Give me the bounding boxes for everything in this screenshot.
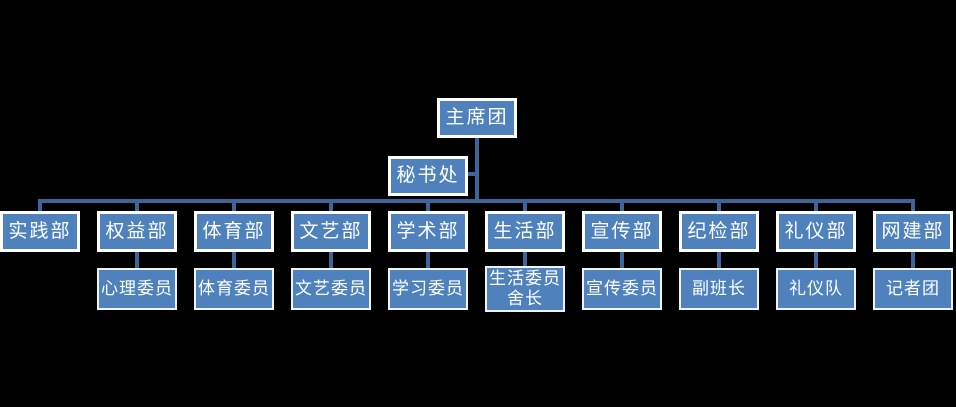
connector-child-stub [426, 250, 430, 268]
node-study-committee: 学习委员 [388, 268, 468, 310]
node-rights-dept: 权益部 [97, 211, 177, 252]
node-arts-dept: 文艺部 [291, 211, 371, 252]
node-etiquette-team: 礼仪队 [776, 268, 856, 310]
node-deputy-monitor: 副班长 [679, 268, 759, 310]
node-secretariat: 秘书处 [388, 156, 468, 196]
node-sports-committee: 体育委员 [194, 268, 274, 310]
connector-child-stub [523, 250, 527, 268]
connector-child-stub [135, 250, 139, 268]
connector-dept-stub [620, 201, 624, 212]
node-network-dept: 网建部 [873, 211, 953, 252]
node-academic-dept: 学术部 [388, 211, 468, 252]
node-reporter-team: 记者团 [873, 268, 953, 310]
connector-rank-horizontal [38, 199, 915, 203]
connector-child-stub [911, 250, 915, 268]
connector-dept-stub [135, 201, 139, 212]
node-publicity-dept: 宣传部 [582, 211, 662, 252]
connector-child-stub [814, 250, 818, 268]
connector-dept-stub [911, 201, 915, 212]
connector-child-stub [232, 250, 236, 268]
node-arts-committee: 文艺委员 [291, 268, 371, 310]
node-sports-dept: 体育部 [194, 211, 274, 252]
node-presidium: 主席团 [437, 98, 517, 138]
connector-dept-stub [814, 201, 818, 212]
connector-dept-stub [523, 201, 527, 212]
connector-dept-stub [329, 201, 333, 212]
connector-secretariat-stub [466, 172, 477, 176]
node-practice-dept: 实践部 [0, 211, 80, 252]
connector-child-stub [620, 250, 624, 268]
connector-dept-stub [426, 201, 430, 212]
connector-dept-stub [717, 201, 721, 212]
node-life-committee-dorm-head: 生活委员 舍长 [485, 266, 565, 312]
node-life-dept: 生活部 [485, 211, 565, 252]
connector-dept-stub [232, 201, 236, 212]
connector-dept-stub [38, 201, 42, 212]
connector-root-vertical [475, 136, 479, 201]
node-psych-committee: 心理委员 [97, 268, 177, 310]
node-publicity-committee: 宣传委员 [582, 268, 662, 310]
connector-child-stub [717, 250, 721, 268]
node-etiquette-dept: 礼仪部 [776, 211, 856, 252]
connector-child-stub [329, 250, 333, 268]
node-discipline-dept: 纪检部 [679, 211, 759, 252]
